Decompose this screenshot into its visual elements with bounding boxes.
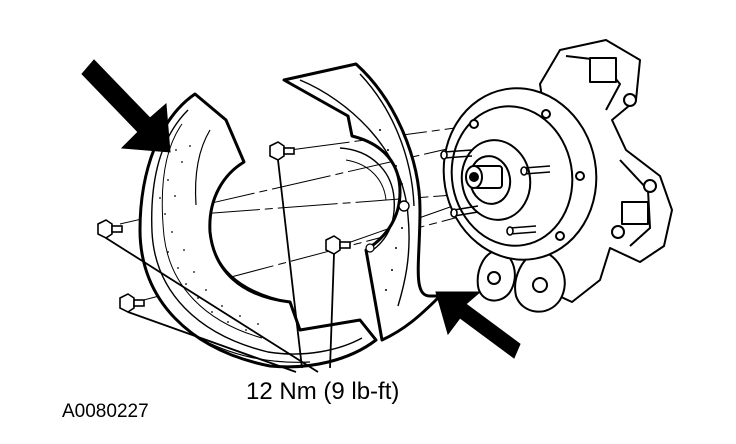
center-backing-plate — [282, 62, 442, 342]
bolt-4 — [119, 293, 145, 313]
left-dust-shield — [138, 92, 378, 369]
thick-arrow-icon — [435, 291, 521, 359]
bolt-3 — [325, 235, 351, 255]
thick-arrow-icon — [81, 59, 171, 153]
bolt-1 — [269, 141, 295, 161]
bolts — [97, 141, 351, 313]
leader-lines — [105, 159, 335, 373]
bolt-2 — [97, 219, 123, 239]
hub-and-knuckle — [440, 39, 673, 313]
torque-spec-label: 12 Nm (9 lb-ft) — [246, 378, 400, 405]
figure-id-label: A0080227 — [62, 401, 149, 422]
